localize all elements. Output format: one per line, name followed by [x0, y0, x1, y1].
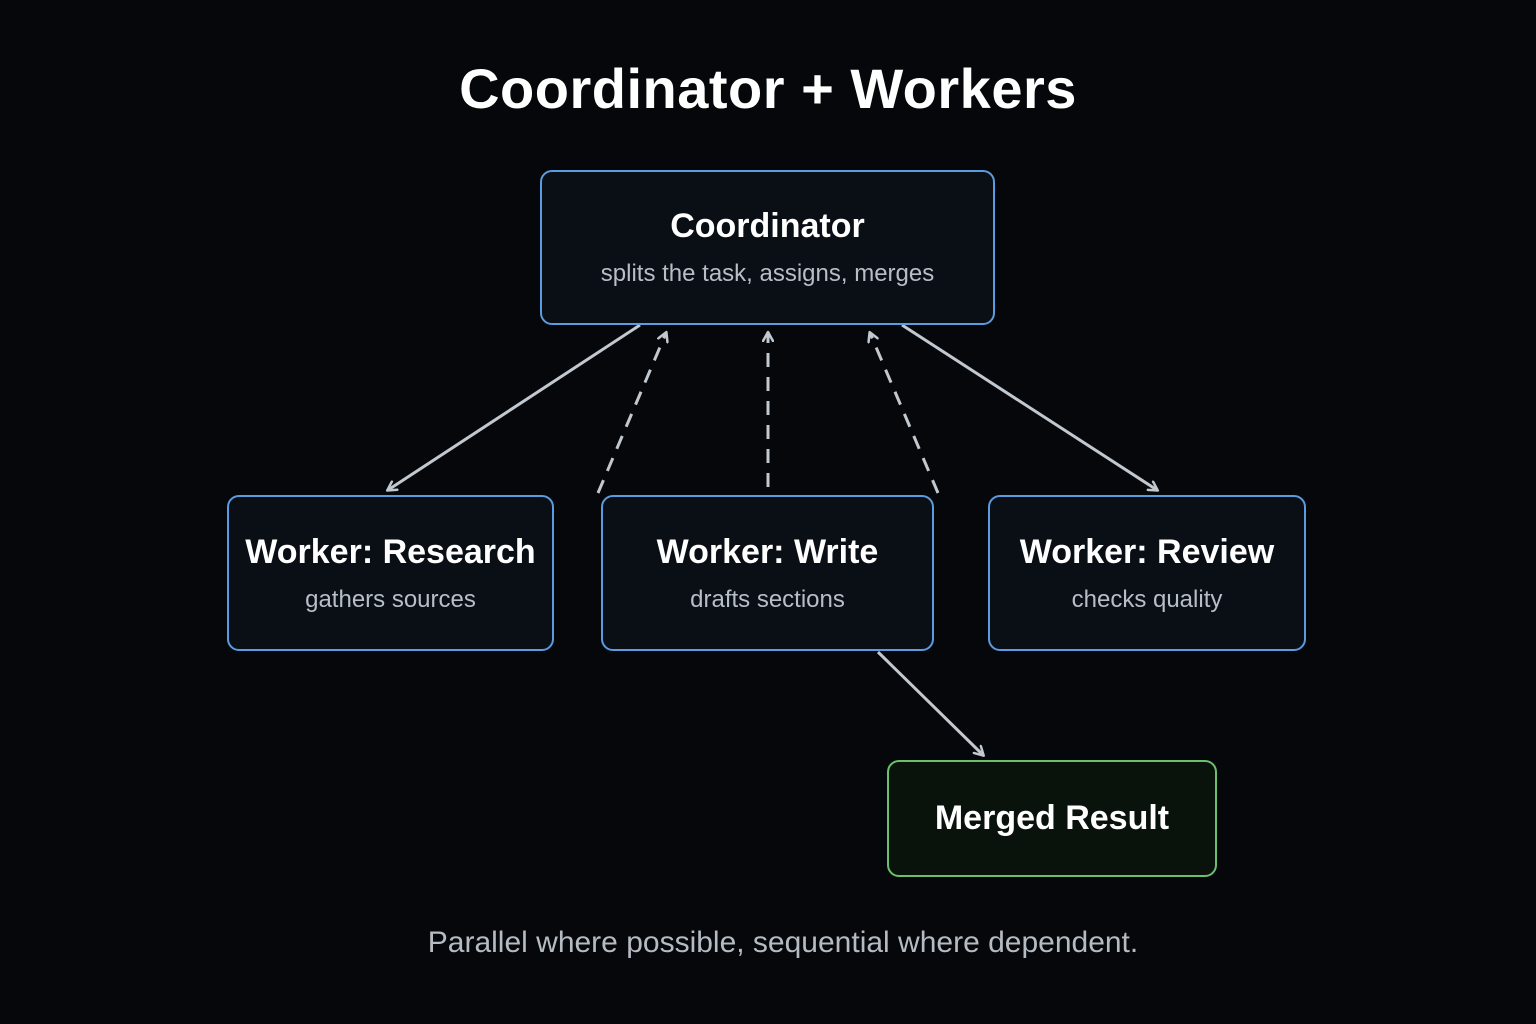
diagram-title: Coordinator + Workers — [459, 57, 1077, 120]
arrow-coordinator-to-review — [901, 323, 1157, 490]
merged-result-node: Merged Result — [887, 760, 1217, 877]
worker-research-desc: gathers sources — [305, 585, 476, 613]
footer-caption: Parallel where possible, sequential wher… — [427, 926, 1139, 959]
coordinator-name: Coordinator — [670, 207, 865, 245]
worker-review-node: Worker: Review checks quality — [988, 495, 1306, 651]
worker-write-name: Worker: Write — [656, 532, 879, 571]
arrow-coordinator-to-research — [388, 323, 641, 490]
arrow-research-to-coordinator — [596, 333, 666, 494]
worker-research-name: Worker: Research — [245, 532, 536, 571]
coordinator-node: Coordinator splits the task, assigns, me… — [540, 170, 995, 325]
worker-review-desc: checks quality — [1071, 585, 1223, 613]
coordinator-desc: splits the task, assigns, merges — [600, 260, 935, 287]
worker-write-node: Worker: Write drafts sections — [601, 495, 934, 651]
worker-write-desc: drafts sections — [690, 585, 845, 613]
merged-result-name: Merged Result — [934, 799, 1170, 837]
worker-research-node: Worker: Research gathers sources — [227, 495, 554, 651]
worker-review-name: Worker: Review — [1019, 532, 1275, 571]
arrow-write-to-merged — [876, 650, 983, 755]
arrow-review-to-coordinator — [870, 333, 940, 494]
